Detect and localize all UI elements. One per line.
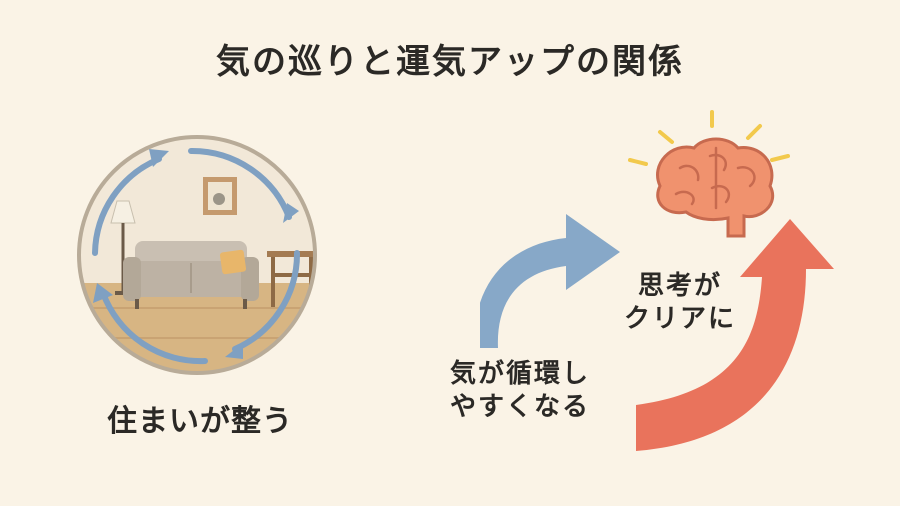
sofa-icon xyxy=(123,241,259,309)
flow-caption-line2: やすくなる xyxy=(449,391,590,422)
picture-frame-icon xyxy=(203,177,237,215)
brain-icon xyxy=(628,110,790,238)
mind-caption-line2: クリアに xyxy=(623,303,736,334)
mind-caption-line1: 思考が xyxy=(637,271,722,301)
circular-arrows-icon xyxy=(92,147,301,365)
room-illustration xyxy=(77,135,317,375)
room-label: 住まいが整う xyxy=(107,404,293,439)
up-arrow-icon xyxy=(636,219,834,451)
flow-caption-line1: 気が循環し xyxy=(449,359,590,389)
mind-caption: 思考が クリアに xyxy=(610,270,750,335)
page-title: 気の巡りと運気アップの関係 xyxy=(216,42,684,82)
flow-up-arrow-icon xyxy=(480,214,620,348)
flow-caption: 気が循環し やすくなる xyxy=(430,358,610,423)
